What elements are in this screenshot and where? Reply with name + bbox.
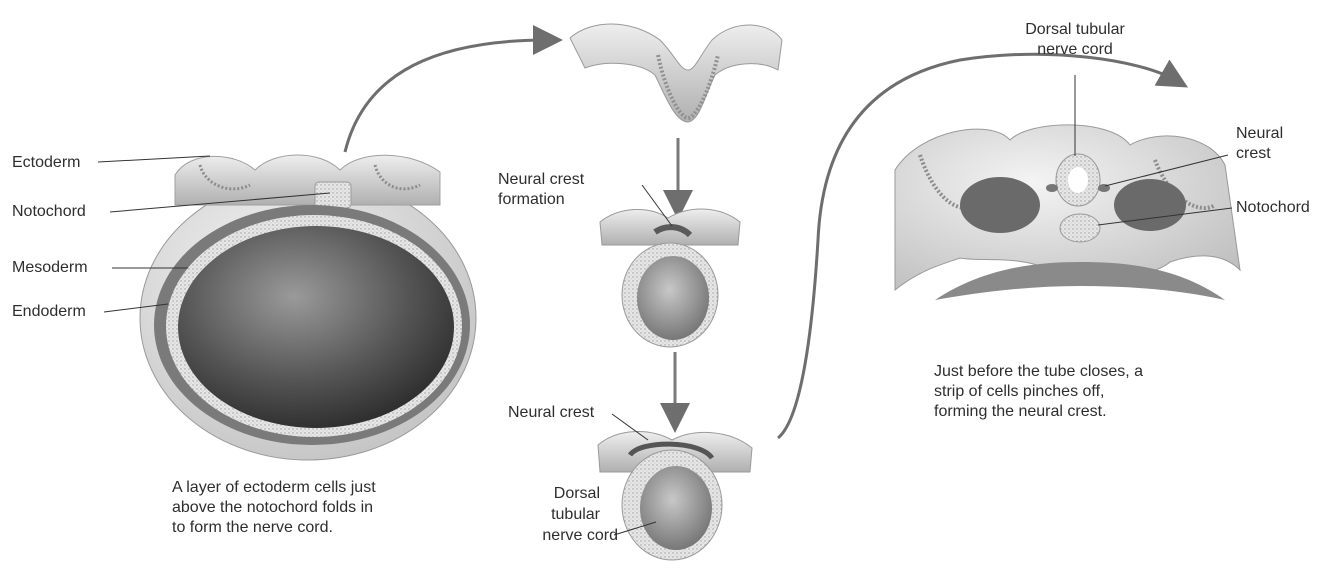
label-neural-crest-right-1: Neural (1236, 124, 1283, 144)
label-dorsal-tubular-mid-2: tubular (518, 505, 600, 525)
embryo-cross-section-left (140, 155, 476, 460)
label-notochord-left: Notochord (12, 202, 86, 222)
label-neural-crest-right-2: crest (1236, 144, 1271, 164)
label-ectoderm: Ectoderm (12, 153, 80, 173)
label-notochord-right: Notochord (1236, 198, 1310, 218)
label-dorsal-tubular-top-2: nerve cord (1005, 40, 1145, 60)
embryo-crest-formation-stage (600, 209, 740, 347)
label-neural-crest-formation-1: Neural crest (498, 170, 584, 190)
caption-left: A layer of ectoderm cells just above the… (172, 478, 432, 538)
embryo-tube-stage (598, 432, 752, 560)
label-dorsal-tubular-mid-1: Dorsal (518, 484, 600, 504)
embryo-fold-stage (570, 24, 782, 122)
label-endoderm: Endoderm (12, 302, 86, 322)
embryo-neural-crest-stage (895, 125, 1240, 300)
label-dorsal-tubular-top-1: Dorsal tubular (1005, 20, 1145, 40)
label-dorsal-tubular-mid-3: nerve cord (518, 526, 618, 546)
label-mesoderm: Mesoderm (12, 258, 88, 278)
label-neural-crest-formation-2: formation (498, 190, 565, 210)
caption-right: Just before the tube closes, a strip of … (934, 362, 1204, 422)
label-neural-crest-middle: Neural crest (508, 403, 594, 423)
arrow-to-fold-stage (345, 40, 548, 152)
